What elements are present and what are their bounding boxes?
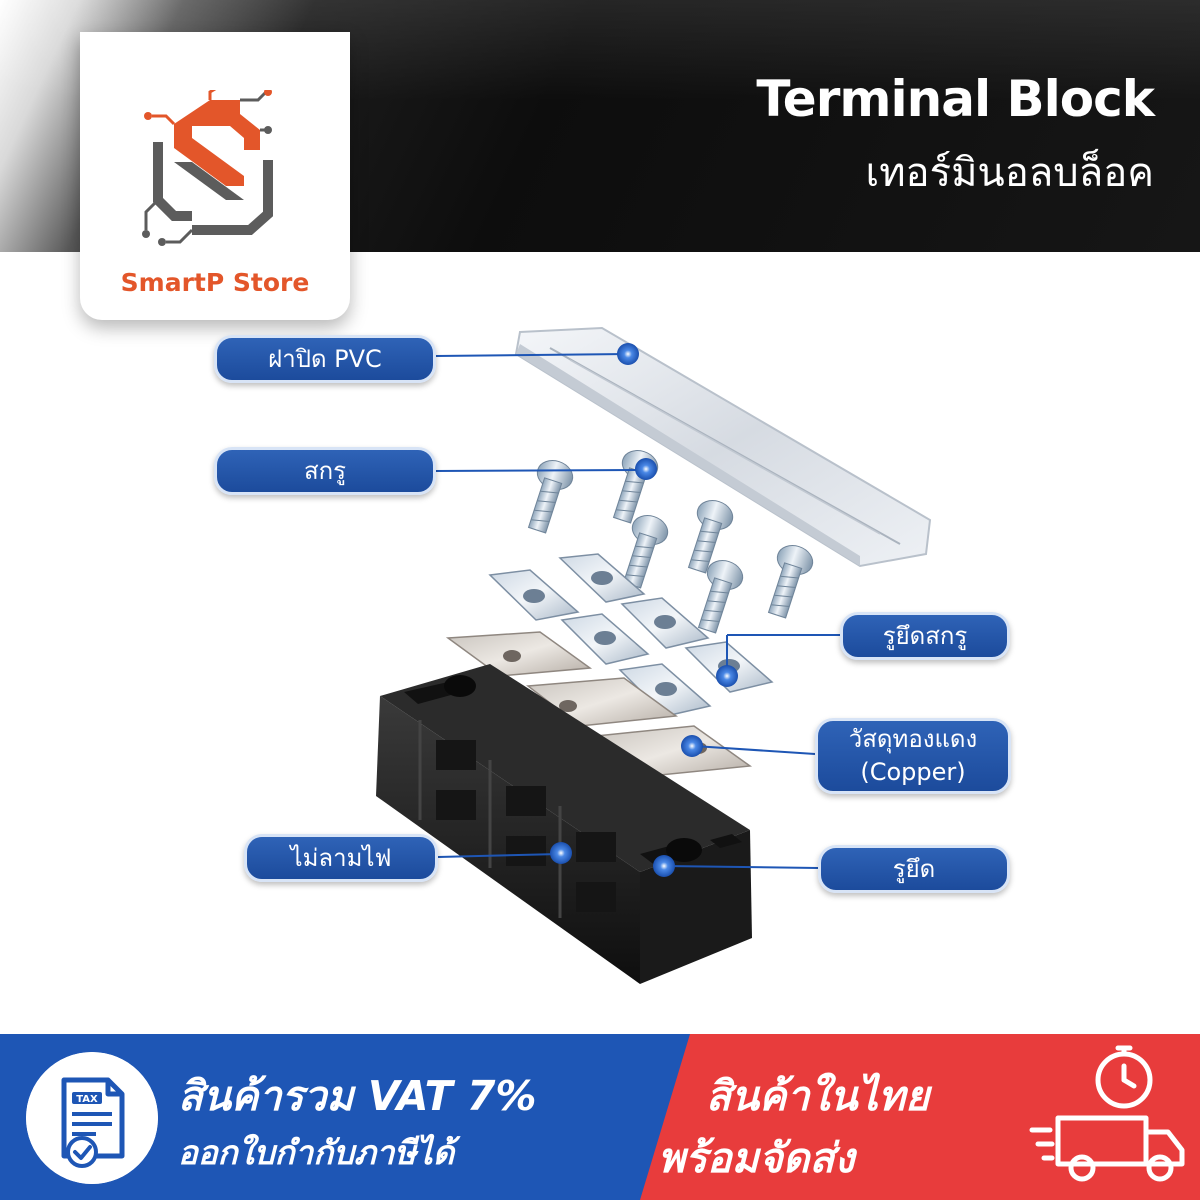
svg-text:TAX: TAX bbox=[76, 1094, 98, 1105]
callout-mount-hole: รูยึด bbox=[818, 845, 1010, 893]
fast-delivery-truck-clock-icon bbox=[1029, 1045, 1185, 1182]
smartp-logo-icon bbox=[142, 90, 273, 246]
callout-screw-hole: รูยึดสกรู bbox=[840, 612, 1010, 660]
callout-copper-line1: วัสดุทองแดง bbox=[848, 725, 978, 753]
callout-fireproof: ไม่ลามไฟ bbox=[244, 834, 438, 882]
callout-copper: วัสดุทองแดง (Copper) bbox=[815, 718, 1011, 794]
terminal-block-image bbox=[376, 326, 932, 984]
tax-document-check-icon: TAX bbox=[26, 1052, 158, 1184]
logo-text: SmartP Store bbox=[120, 268, 310, 297]
callout-pvc-cover: ฝาปิด PVC bbox=[214, 335, 436, 383]
vat-line1: สินค้ารวม VAT 7% bbox=[178, 1072, 537, 1120]
shipping-line2: พร้อมจัดส่ง bbox=[658, 1134, 855, 1182]
title-english: Terminal Block bbox=[756, 70, 1155, 128]
logo-card: SmartP Store bbox=[80, 32, 350, 320]
callout-copper-line2: (Copper) bbox=[860, 758, 966, 786]
pvc-cover bbox=[514, 326, 932, 568]
vat-line2: ออกใบกำกับภาษีได้ bbox=[178, 1133, 455, 1172]
shipping-line1: สินค้าในไทย bbox=[706, 1072, 930, 1120]
terminal-base bbox=[376, 664, 752, 984]
title-thai: เทอร์มินอลบล็อค bbox=[865, 150, 1154, 196]
callout-screw: สกรู bbox=[214, 447, 436, 495]
